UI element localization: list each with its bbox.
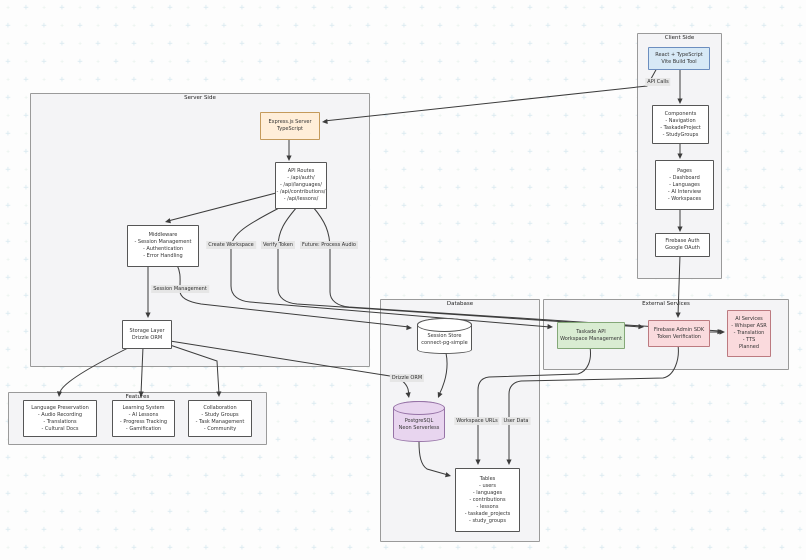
cluster-label: Server Side: [184, 95, 216, 101]
edge-label-drizzle-orm: Drizzle ORM: [389, 374, 425, 382]
node-pages: Pages- Dashboard- Languages- AI Intervie…: [655, 160, 714, 210]
edge-postgresql-tables: [418, 441, 451, 478]
edge-firebase-admin-ai-services: [708, 329, 725, 335]
node-ai-services: AI Services- Whisper ASR- Translation- T…: [727, 310, 771, 357]
edge-storage-learning-system: [138, 346, 144, 397]
edge-storage-collaboration: [166, 343, 222, 397]
cylinder-rim: [417, 318, 472, 332]
cylinder-rim: [393, 401, 445, 415]
edge-middleware-session-store: [176, 264, 412, 331]
node-api-routes: API Routes- /api/auth/- /api/languages/-…: [275, 162, 327, 209]
edge-api-routes-taskade: [230, 206, 553, 330]
edge-react-components: [677, 68, 683, 104]
edge-api-routes-ai-services: [312, 206, 723, 335]
edge-label-create-workspace: Create Workspace: [206, 241, 256, 249]
node-tables: Tables- users- languages- contributions-…: [455, 468, 520, 532]
edge-label-future-audio: Future: Process Audio: [300, 241, 358, 249]
edge-react-express-api-calls: [322, 67, 658, 125]
edge-firebase-auth-firebase-admin: [675, 254, 681, 318]
edge-storage-language-preservation: [56, 346, 131, 397]
edge-storage-postgresql-drizzle: [169, 340, 411, 398]
edge-label-workspace-urls: Workspace URLs: [454, 417, 500, 425]
node-language-preservation: Language Preservation- Audio Recording- …: [23, 400, 97, 437]
edge-api-routes-middleware: [165, 192, 277, 224]
node-learning-system: Learning System- AI Lessons- Progress Tr…: [112, 400, 175, 437]
edge-express-api-routes: [286, 137, 292, 161]
edge-api-routes-firebase-admin: [277, 206, 644, 330]
edge-firebase-admin-tables-user-data: [506, 344, 679, 465]
edge-middleware-storage: [145, 265, 151, 318]
edge-label-session-management: Session Management: [151, 285, 209, 293]
edge-label-api-calls: API Calls: [645, 78, 671, 86]
cluster-label: External Services: [642, 301, 690, 307]
cluster-label: Features: [125, 394, 150, 400]
cluster-label: Client Side: [664, 35, 695, 41]
edge-label-user-data: User Data: [501, 417, 531, 425]
node-collaboration: Collaboration- Study Groups- Task Manage…: [188, 400, 252, 437]
edge-session-store-postgresql: [437, 352, 448, 398]
edge-label-verify-token: Verify Token: [261, 241, 295, 249]
node-middleware: Middleware- Session Management- Authenti…: [127, 225, 199, 267]
node-components: Components- Navigation- TaskadeProject- …: [652, 105, 709, 144]
edge-taskade-tables-workspace-urls: [475, 346, 591, 465]
cluster-label: Database: [446, 301, 474, 307]
edge-pages-firebase-auth: [677, 208, 683, 232]
edge-components-pages: [677, 142, 683, 159]
